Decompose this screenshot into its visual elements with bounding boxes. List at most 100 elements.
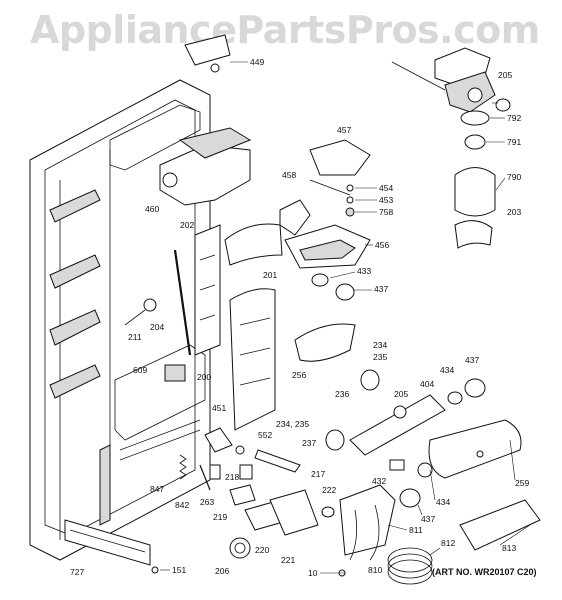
callout-218: 218 bbox=[225, 472, 239, 482]
callout-790: 790 bbox=[507, 172, 521, 182]
callout-221: 221 bbox=[281, 555, 295, 565]
callout-205a: 205 bbox=[498, 70, 512, 80]
callout-847: 847 bbox=[150, 484, 164, 494]
part-457 bbox=[309, 139, 371, 176]
callout-437a: 437 bbox=[374, 284, 388, 294]
callout-449: 449 bbox=[250, 57, 264, 67]
art-number: (ART NO. WR20107 C20) bbox=[432, 567, 537, 577]
callout-237: 237 bbox=[302, 438, 316, 448]
callout-202: 202 bbox=[180, 220, 194, 230]
callout-811: 811 bbox=[409, 525, 423, 535]
part-237 bbox=[325, 429, 345, 451]
callout-792: 792 bbox=[507, 113, 521, 123]
part-204 bbox=[124, 298, 157, 326]
part-437-bulb-c bbox=[399, 488, 421, 508]
callout-263: 263 bbox=[200, 497, 214, 507]
part-217 bbox=[254, 449, 301, 473]
callout-200: 200 bbox=[197, 372, 211, 382]
callout-454: 454 bbox=[379, 183, 393, 193]
part-203 bbox=[454, 220, 493, 249]
callout-235a: 235 bbox=[373, 352, 387, 362]
callout-453: 453 bbox=[379, 195, 393, 205]
callout-727: 727 bbox=[70, 567, 84, 577]
part-791 bbox=[464, 134, 486, 150]
callout-217: 217 bbox=[311, 469, 325, 479]
callout-842: 842 bbox=[175, 500, 189, 510]
part-432 bbox=[389, 459, 405, 471]
callout-256: 256 bbox=[292, 370, 306, 380]
callout-205b: 205 bbox=[394, 389, 408, 399]
part-458-group bbox=[279, 179, 355, 236]
callout-437b: 437 bbox=[465, 355, 479, 365]
callout-434b: 434 bbox=[436, 497, 450, 507]
callout-812: 812 bbox=[441, 538, 455, 548]
part-256 bbox=[294, 323, 356, 362]
callout-219: 219 bbox=[213, 512, 227, 522]
part-609 bbox=[164, 364, 186, 382]
part-792 bbox=[460, 110, 490, 126]
part-434-socket-b bbox=[417, 462, 433, 478]
part-259 bbox=[428, 419, 522, 479]
callout-404: 404 bbox=[420, 379, 434, 389]
callout-204: 204 bbox=[150, 322, 164, 332]
part-727-grille bbox=[64, 519, 151, 566]
callout-451: 451 bbox=[212, 403, 226, 413]
part-449 bbox=[184, 34, 248, 73]
callout-552: 552 bbox=[258, 430, 272, 440]
callout-432: 432 bbox=[372, 476, 386, 486]
fridge-cabinet bbox=[29, 79, 211, 561]
part-202-rod bbox=[173, 249, 192, 356]
callout-758: 758 bbox=[379, 207, 393, 217]
callout-813: 813 bbox=[502, 543, 516, 553]
callout-791: 791 bbox=[507, 137, 521, 147]
part-206 bbox=[229, 537, 251, 559]
callout-456: 456 bbox=[375, 240, 389, 250]
callout-10: 10 bbox=[308, 568, 318, 578]
callout-236: 236 bbox=[335, 389, 349, 399]
part-221 bbox=[269, 489, 319, 536]
part-434-socket-a bbox=[447, 391, 463, 405]
part-222 bbox=[321, 506, 335, 518]
leader-lines bbox=[160, 102, 531, 574]
callout-206: 206 bbox=[215, 566, 229, 576]
part-219 bbox=[229, 484, 256, 506]
callout-203: 203 bbox=[507, 207, 521, 217]
callout-labels: 449 205 792 457 791 458 454 790 453 460 … bbox=[70, 57, 529, 578]
part-460 bbox=[159, 127, 252, 206]
part-842 bbox=[199, 464, 211, 491]
part-552 bbox=[235, 445, 245, 455]
part-200-housing bbox=[224, 223, 283, 431]
part-847-spring bbox=[179, 454, 187, 480]
part-813 bbox=[459, 499, 541, 551]
callout-222: 222 bbox=[322, 485, 336, 495]
callout-458: 458 bbox=[282, 170, 296, 180]
callout-434a: 434 bbox=[440, 365, 454, 375]
callout-437c: 437 bbox=[421, 514, 435, 524]
callout-211: 211 bbox=[128, 332, 142, 342]
callout-609: 609 bbox=[133, 365, 147, 375]
callout-234b: 234, 235 bbox=[276, 419, 309, 429]
callout-457: 457 bbox=[337, 125, 351, 135]
part-437-bulb-b bbox=[464, 378, 486, 398]
callout-151: 151 bbox=[172, 565, 186, 575]
filter-assembly bbox=[391, 47, 511, 249]
part-790-cartridge bbox=[454, 167, 496, 217]
callout-810: 810 bbox=[368, 565, 382, 575]
callout-201: 201 bbox=[263, 270, 277, 280]
callout-433: 433 bbox=[357, 266, 371, 276]
part-205-cap bbox=[495, 98, 511, 112]
part-437-bulb-a bbox=[335, 283, 355, 301]
callout-220: 220 bbox=[255, 545, 269, 555]
part-263 bbox=[209, 464, 221, 480]
part-433-socket bbox=[311, 273, 329, 287]
part-218 bbox=[239, 464, 253, 480]
part-151 bbox=[151, 566, 159, 574]
callout-460: 460 bbox=[145, 204, 159, 214]
part-451 bbox=[204, 427, 233, 453]
callout-234a: 234 bbox=[373, 340, 387, 350]
part-811-810-812 bbox=[339, 484, 433, 585]
callout-259: 259 bbox=[515, 478, 529, 488]
part-236 bbox=[360, 369, 380, 391]
watermark: AppliancePartsPros.com bbox=[30, 8, 540, 52]
